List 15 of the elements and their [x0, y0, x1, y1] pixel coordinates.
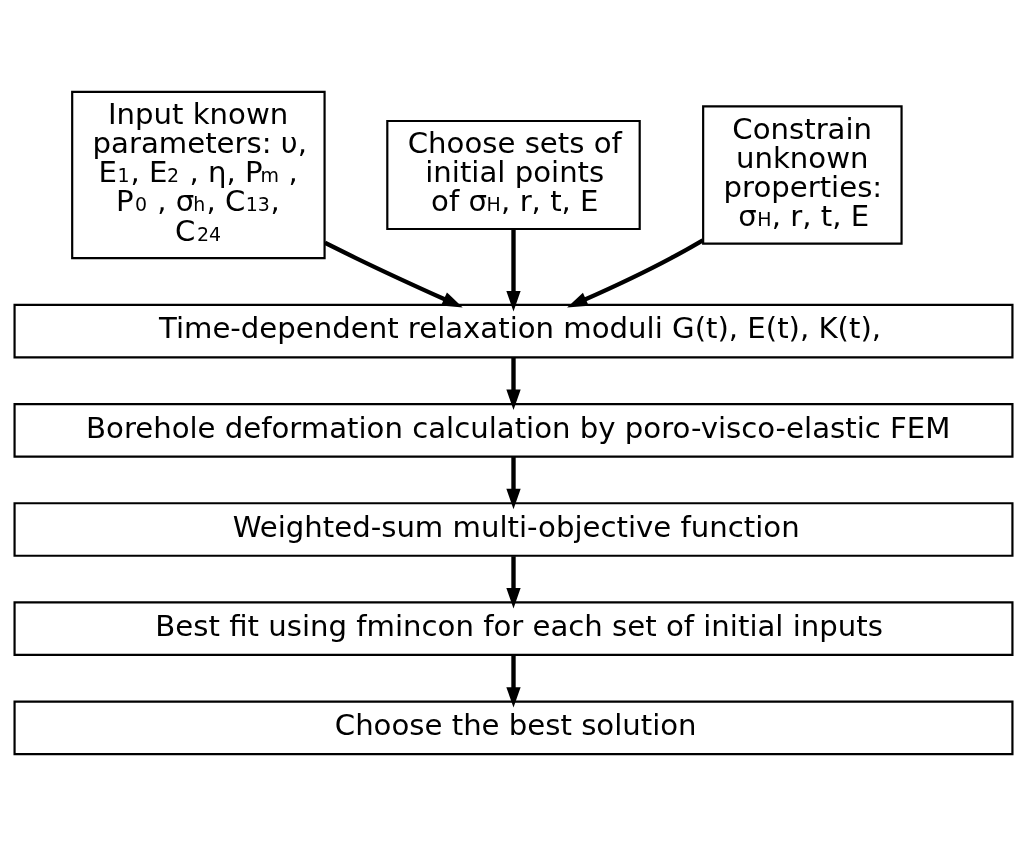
arrow [506, 228, 521, 311]
node-box: Input known parameters: υ, E1, E2 , η, Pm , P0 , σh, C13, C24 [71, 90, 326, 259]
arrow [506, 654, 521, 708]
node-box: Choose sets of initial points of σH, r, t, E [386, 119, 641, 230]
arrow [506, 456, 521, 509]
node-box: Best fit using fmincon for each set of initial inputs [13, 600, 1014, 656]
arrow [323, 240, 463, 307]
node-box: Choose the best solution [13, 700, 1014, 755]
arrow [567, 237, 704, 307]
node-box: Weighted-sum multi-objective function [13, 501, 1014, 557]
node-box: Constrain unknown properties: σH, r, t, E [702, 104, 903, 245]
arrow [506, 357, 521, 410]
node-box: Borehole deformation calculation by poro-visco-elastic FEM [13, 402, 1014, 458]
node-box: Time-dependent relaxation moduli G(t), E(t), K(t), [13, 303, 1014, 358]
arrow [506, 555, 521, 608]
